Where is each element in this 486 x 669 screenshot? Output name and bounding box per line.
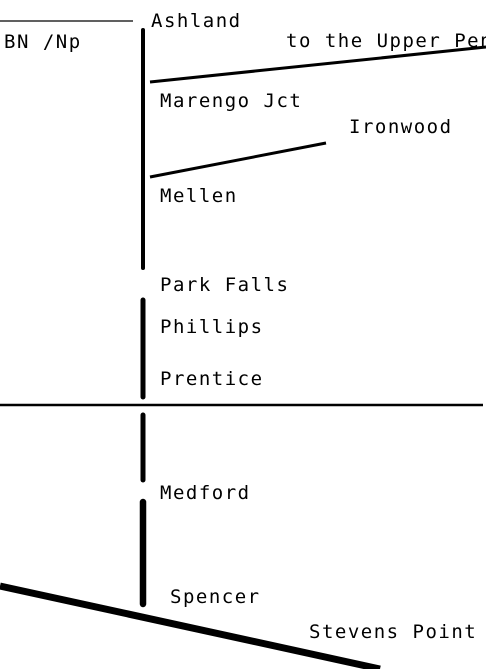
place-ironwood: Ironwood [349, 116, 453, 138]
stevens-point-line [0, 582, 381, 669]
place-stevens-point: Stevens Point [309, 621, 477, 643]
place-park-falls: Park Falls [160, 274, 289, 296]
place-mellen: Mellen [160, 185, 238, 207]
railroad-label: BN /Np [4, 31, 82, 53]
place-ashland: Ashland [151, 10, 242, 32]
place-upper-pen: to the Upper Pen [286, 30, 486, 52]
place-marengo-jct: Marengo Jct [160, 90, 302, 112]
place-medford: Medford [160, 482, 251, 504]
place-prentice: Prentice [160, 368, 264, 390]
branch-upper-pen [149, 45, 486, 84]
place-phillips: Phillips [160, 316, 264, 338]
place-spencer: Spencer [170, 586, 261, 608]
branch-ironwood [149, 141, 327, 179]
